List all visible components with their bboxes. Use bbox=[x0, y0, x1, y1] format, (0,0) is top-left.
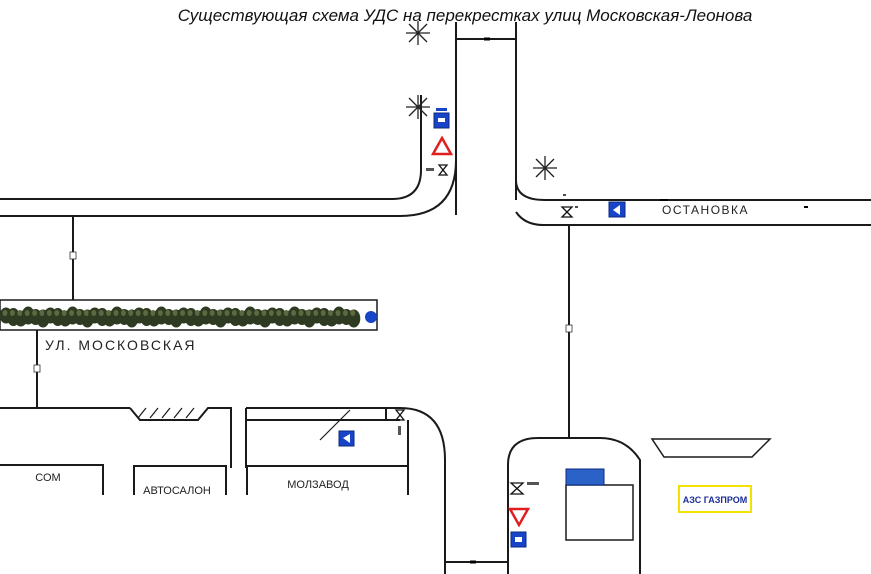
tree-highlight bbox=[150, 310, 156, 316]
tree-highlight bbox=[32, 310, 38, 316]
tree-highlight bbox=[239, 310, 245, 316]
tree-highlight bbox=[305, 310, 311, 316]
gas-station-label: АЗС ГАЗПРОМ bbox=[683, 495, 747, 505]
tree-highlight bbox=[335, 310, 341, 316]
building-autosalon: АВТОСАЛОН bbox=[133, 465, 227, 497]
street-label: УЛ. МОСКОВСКАЯ bbox=[45, 337, 197, 353]
tree-highlight bbox=[194, 310, 200, 316]
tree-highlight bbox=[2, 310, 8, 316]
building-som: СОМ bbox=[0, 464, 104, 495]
tree-highlight bbox=[113, 310, 119, 316]
traffic-light-icon bbox=[560, 194, 578, 218]
bus-stop-sign-icon bbox=[338, 430, 355, 447]
tree-highlight bbox=[328, 310, 334, 316]
gas-station-sign bbox=[678, 485, 752, 513]
west-road bbox=[0, 95, 457, 300]
tree-highlight bbox=[172, 310, 178, 316]
tree-highlight bbox=[165, 310, 171, 316]
east-road bbox=[515, 179, 871, 226]
tree-highlight bbox=[283, 310, 289, 316]
yield-sign-icon bbox=[507, 507, 531, 528]
tree-highlight bbox=[24, 310, 30, 316]
snowflake-tree-icon bbox=[533, 156, 557, 180]
tree-highlight bbox=[276, 310, 282, 316]
snowflake-tree-icon bbox=[406, 21, 430, 45]
roundabout-sign-icon bbox=[365, 311, 377, 323]
traffic-light-icon bbox=[394, 409, 406, 435]
tree-highlight bbox=[180, 310, 186, 316]
bus-stop-label: ОСТАНОВКА bbox=[662, 203, 749, 217]
tree-highlight bbox=[120, 310, 126, 316]
south-road bbox=[0, 225, 573, 574]
bus-stop-sign-icon bbox=[433, 108, 450, 129]
tree-highlight bbox=[61, 310, 67, 316]
building-molzavod: МОЛЗАВОД bbox=[246, 465, 408, 495]
tree-highlight bbox=[76, 310, 82, 316]
tree-highlight bbox=[217, 310, 223, 316]
tree-highlight bbox=[231, 310, 237, 316]
north-road bbox=[455, 22, 517, 215]
tree-highlight bbox=[268, 310, 274, 316]
bus-stop-sign-icon bbox=[510, 531, 527, 548]
tree-highlight bbox=[187, 310, 193, 316]
tree-highlight bbox=[106, 310, 112, 316]
tree-highlight bbox=[91, 310, 97, 316]
traffic-light-icon bbox=[509, 482, 539, 495]
tree-highlight bbox=[342, 310, 348, 316]
median-strip bbox=[0, 299, 378, 331]
tree-highlight bbox=[313, 310, 319, 316]
snowflake-tree-icon bbox=[406, 95, 430, 119]
yield-sign-icon bbox=[430, 135, 454, 156]
building-som-label: СОМ bbox=[35, 472, 60, 484]
tree-highlight bbox=[298, 310, 304, 316]
tree-highlight bbox=[157, 310, 163, 316]
bus-stop-sign-icon bbox=[608, 201, 626, 218]
tree-highlight bbox=[54, 310, 60, 316]
tree-highlight bbox=[209, 310, 215, 316]
tree-highlight bbox=[98, 310, 104, 316]
tree-highlight bbox=[143, 310, 149, 316]
tree-highlight bbox=[17, 310, 23, 316]
traffic-light-icon bbox=[426, 164, 449, 176]
tree-highlight bbox=[246, 310, 252, 316]
tree-highlight bbox=[46, 310, 52, 316]
building-autosalon-label: АВТОСАЛОН bbox=[143, 485, 211, 497]
diagram-title: Существующая схема УДС на перекрестках у… bbox=[178, 6, 753, 25]
tree-highlight bbox=[69, 310, 75, 316]
gas-station-area: АЗС ГАЗПРОМ bbox=[507, 437, 772, 574]
tree-highlight bbox=[320, 310, 326, 316]
tree-highlight bbox=[261, 310, 267, 316]
tree-highlight bbox=[224, 310, 230, 316]
building-molzavod-label: МОЛЗАВОД bbox=[287, 479, 349, 491]
tree-highlight bbox=[128, 310, 134, 316]
tree-highlight bbox=[350, 310, 356, 316]
tree-highlight bbox=[291, 310, 297, 316]
tree-highlight bbox=[135, 310, 141, 316]
tree-highlight bbox=[254, 310, 260, 316]
tree-highlight bbox=[83, 310, 89, 316]
tree-row bbox=[0, 306, 361, 328]
tree-highlight bbox=[39, 310, 45, 316]
tree-highlight bbox=[9, 310, 15, 316]
tree-highlight bbox=[202, 310, 208, 316]
